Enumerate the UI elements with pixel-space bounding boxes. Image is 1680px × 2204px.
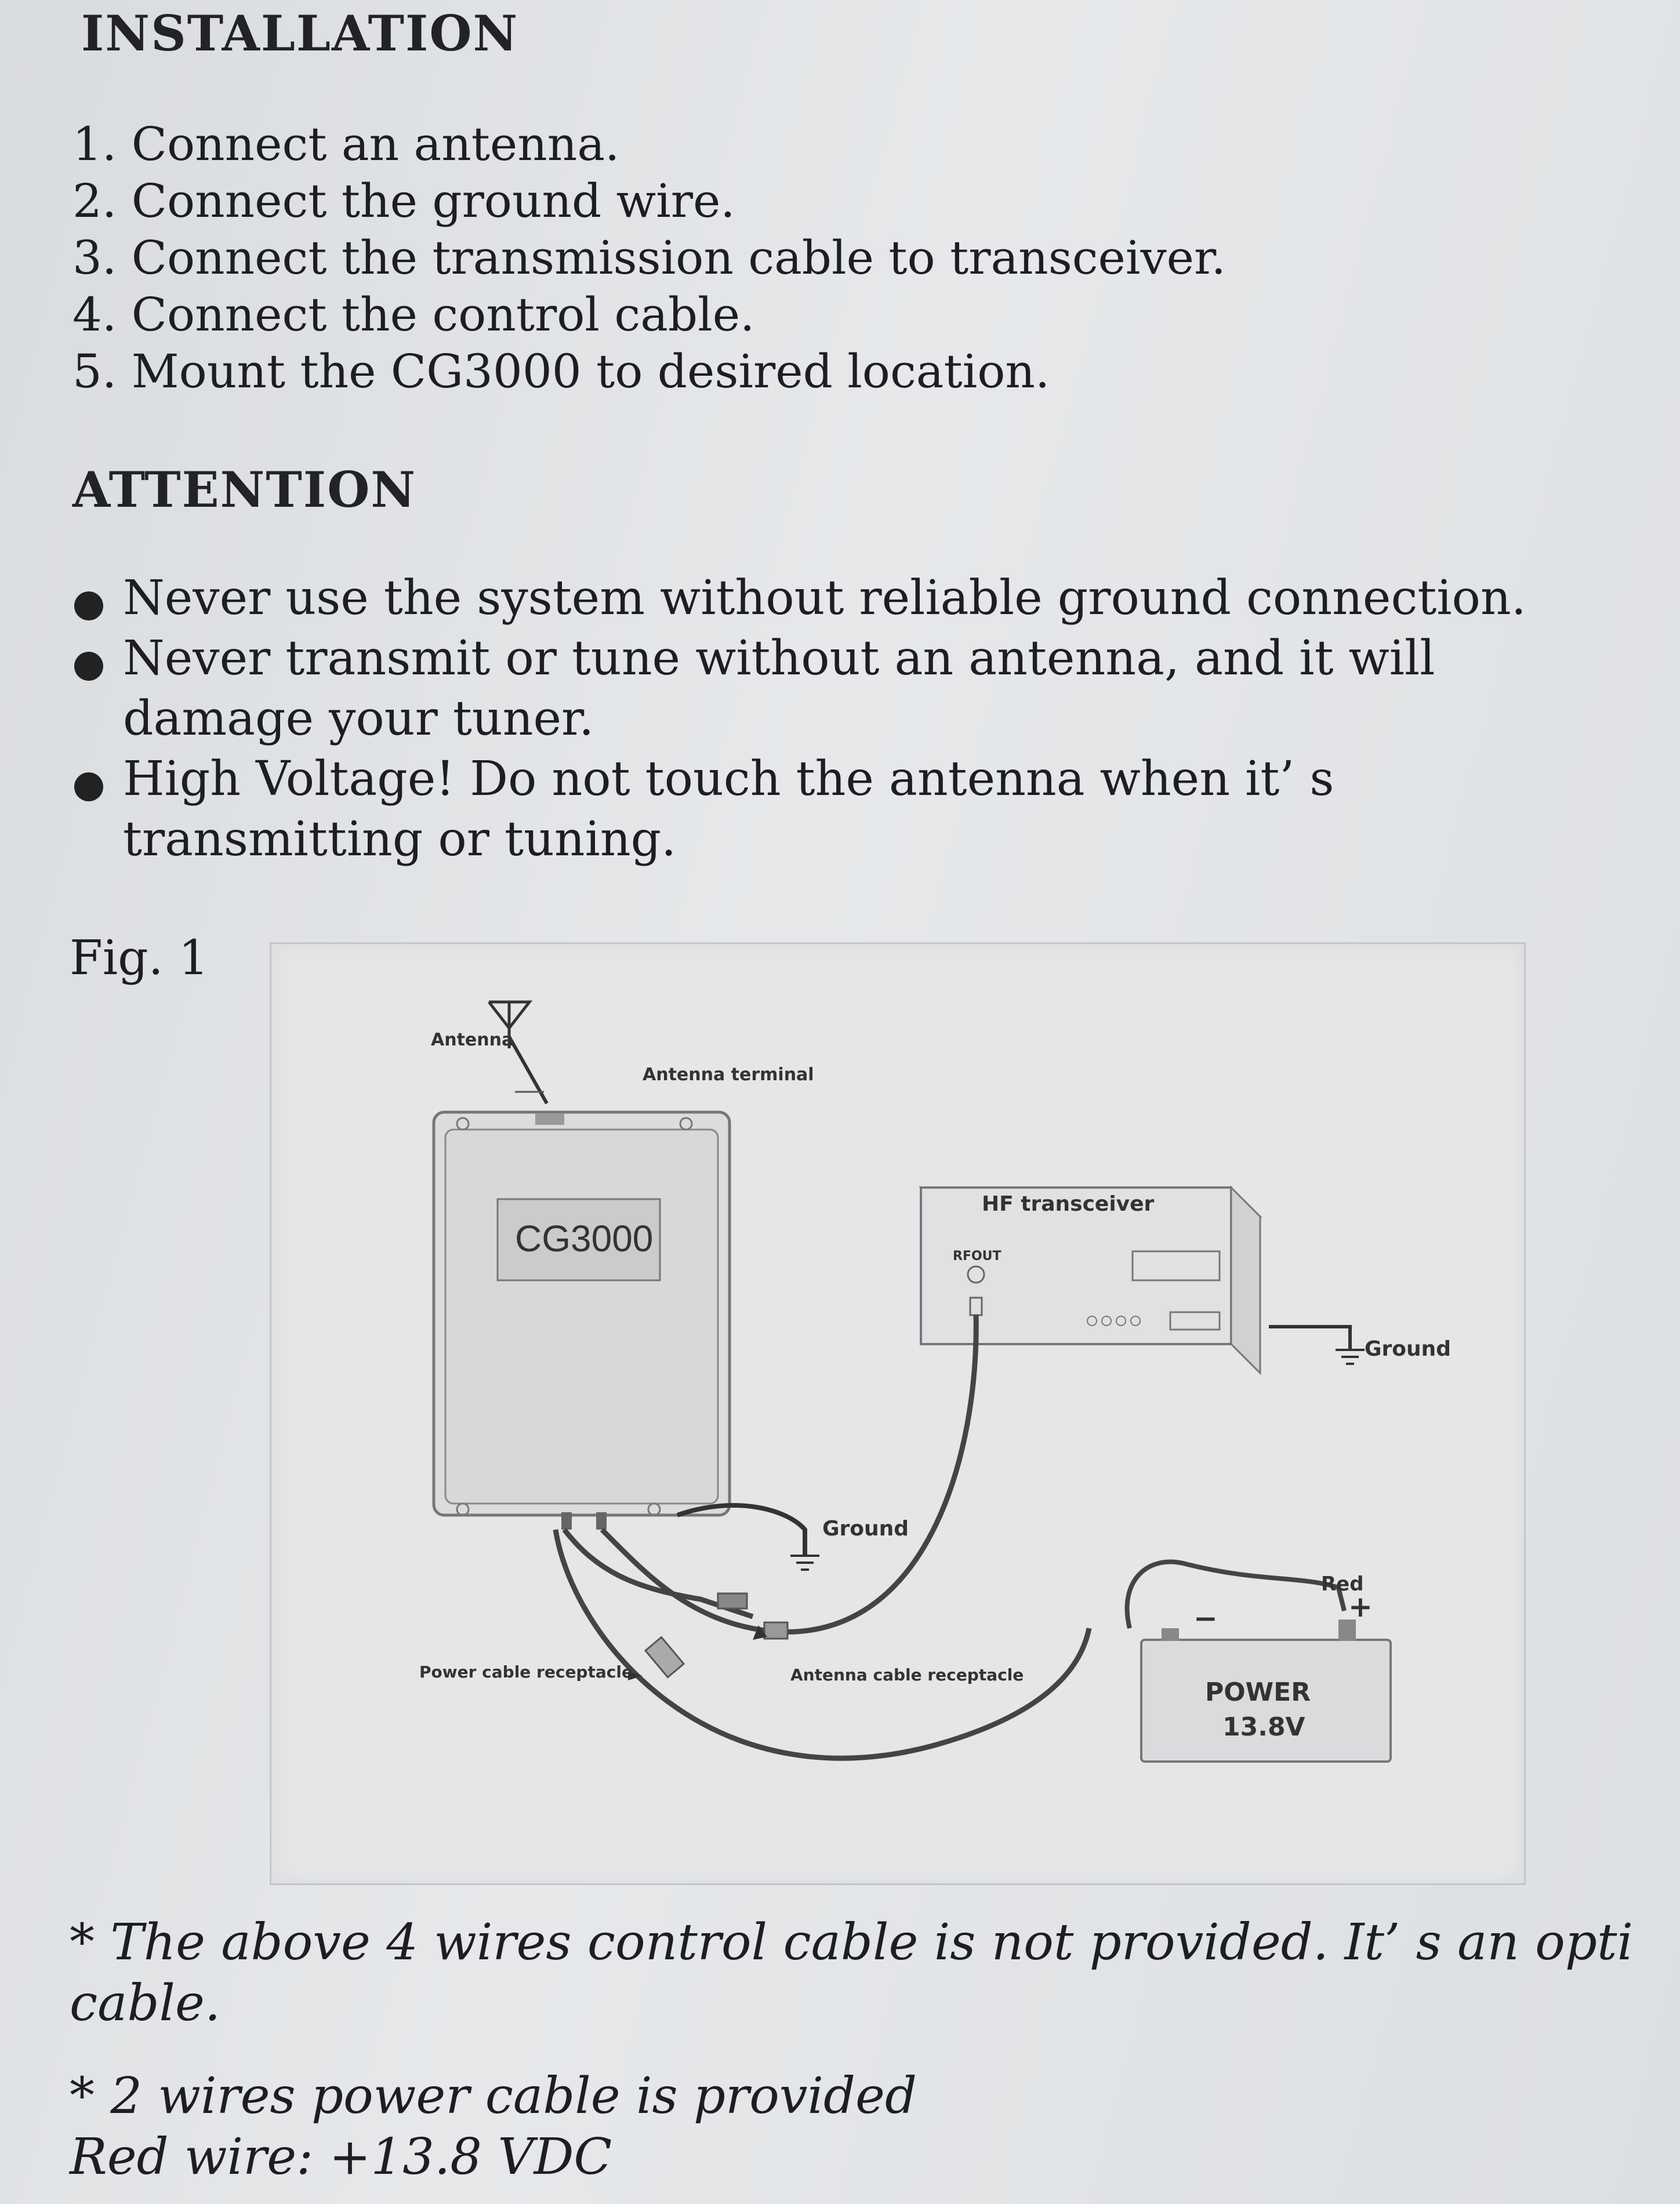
tuner-ground-label: Ground [822, 1517, 909, 1541]
voltage-label: 13.8V [1222, 1712, 1305, 1742]
note-red-wire: Red wire: +13.8 VDC [70, 2128, 612, 2186]
power-receptacle-label: Power cable receptacle [419, 1662, 633, 1682]
figure-label: Fig. 1 [70, 931, 209, 986]
antenna-icon [488, 1000, 549, 1105]
transceiver-ground-label: Ground [1365, 1337, 1451, 1361]
installation-steps: 1. Connect an antenna. 2. Connect the gr… [72, 116, 1226, 400]
transceiver-unit [919, 1185, 1262, 1375]
transceiver-label: HF transceiver [982, 1192, 1155, 1216]
ground-icon [790, 1555, 819, 1571]
attention-list: Never use the system without reliable gr… [70, 568, 1635, 870]
red-label: Red [1321, 1573, 1364, 1596]
step-item: 5. Mount the CG3000 to desired location. [72, 344, 1050, 398]
attention-item: High Voltage! Do not touch the antenna w… [70, 749, 1635, 870]
power-supply-unit [1140, 1620, 1392, 1763]
device-label: CG3000 [515, 1218, 653, 1259]
rfout-label: RFOUT [953, 1249, 1002, 1263]
note-control-cable-cont: cable. [70, 1974, 221, 2032]
power-label: POWER [1205, 1677, 1311, 1707]
minus-label: − [1193, 1602, 1218, 1635]
antenna-receptacle-label: Antenna cable receptacle [790, 1665, 1024, 1684]
antenna-label: Antenna [431, 1030, 513, 1050]
installation-heading: INSTALLATION [81, 5, 519, 62]
attention-item: Never transmit or tune without an antenn… [70, 629, 1635, 749]
step-item: 3. Connect the transmission cable to tra… [72, 231, 1226, 285]
tuner-unit [432, 1110, 731, 1530]
figure-diagram: Antenna Antenna terminal CG3000 [270, 942, 1526, 1885]
antenna-terminal-label: Antenna terminal [643, 1065, 814, 1085]
note-power-cable: * 2 wires power cable is provided [70, 2067, 917, 2125]
step-item: 4. Connect the control cable. [72, 288, 755, 342]
note-control-cable: * The above 4 wires control cable is not… [70, 1913, 1634, 1971]
wiring-diagram-svg: Antenna Antenna terminal CG3000 [419, 1000, 1451, 1763]
plus-label: + [1348, 1590, 1373, 1624]
ground-icon [1336, 1349, 1365, 1365]
step-item: 2. Connect the ground wire. [72, 174, 735, 228]
attention-heading: ATTENTION [72, 461, 417, 518]
attention-item: Never use the system without reliable gr… [70, 568, 1635, 629]
step-item: 1. Connect an antenna. [72, 117, 620, 171]
